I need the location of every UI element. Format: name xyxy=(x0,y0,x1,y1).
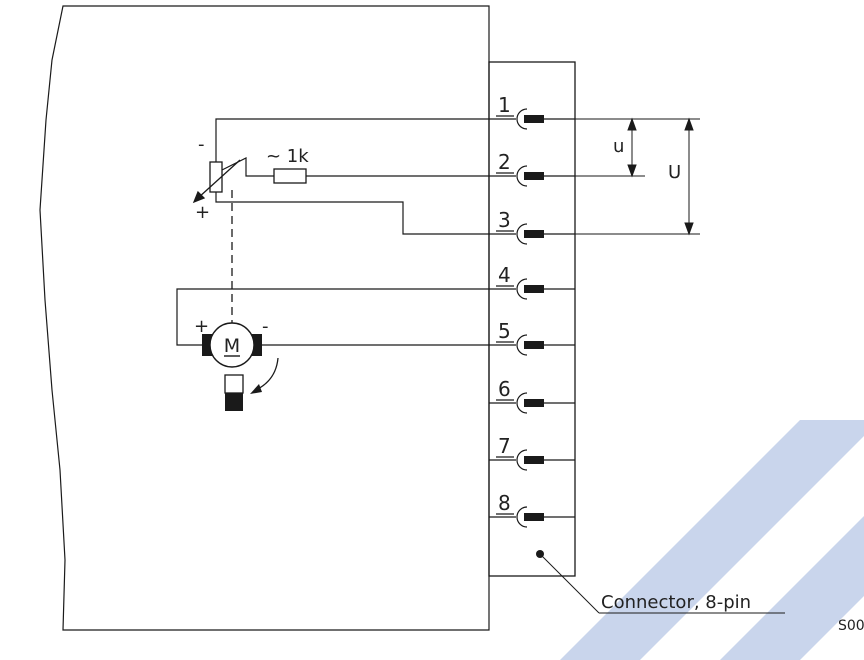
pin-contact-6 xyxy=(524,399,544,407)
connector-block xyxy=(488,61,576,577)
pin-contact-7 xyxy=(524,456,544,464)
potentiometer-arrow-icon xyxy=(192,159,241,204)
pin-contact-3 xyxy=(524,230,544,238)
motor-shaft-upper xyxy=(224,374,244,394)
pin-number-label: 8 xyxy=(498,491,511,515)
connector-pins: 1 2 3 4 5 6 7 8 xyxy=(489,93,575,528)
pin-contact-8 xyxy=(524,513,544,521)
motor-plus-label: + xyxy=(194,316,209,337)
connector-pin-3: 3 xyxy=(489,208,575,245)
voltage-u-label: u xyxy=(613,136,624,157)
watermark-logo xyxy=(560,420,864,660)
rotation-arrow-icon xyxy=(250,357,279,394)
connector-pin-8: 8 xyxy=(489,491,575,528)
motor-label: M xyxy=(224,335,240,357)
pin-number-label: 5 xyxy=(498,319,511,343)
pin-contact-2 xyxy=(524,172,544,180)
pin-contact-4 xyxy=(524,285,544,293)
connector-pin-7: 7 xyxy=(489,434,575,471)
potentiometer-wiring xyxy=(215,118,489,235)
resistor-body xyxy=(273,168,307,184)
potentiometer-body xyxy=(209,161,223,193)
pin-number-label: 4 xyxy=(498,263,511,287)
connector-pin-1: 1 xyxy=(489,93,575,130)
pin-number-label: 3 xyxy=(498,208,511,232)
pin-number-label: 7 xyxy=(498,434,511,458)
connector-pin-6: 6 xyxy=(489,377,575,414)
voltage-U-label: U xyxy=(668,162,681,183)
connector-pin-4: 4 xyxy=(489,263,575,300)
potentiometer-minus-label: - xyxy=(198,134,205,155)
potentiometer-plus-label: + xyxy=(195,202,210,223)
connector-leader-line xyxy=(539,553,600,614)
resistor-label: ~ 1k xyxy=(266,146,309,167)
connector-pin-5: 5 xyxy=(489,319,575,356)
pin-number-label: 6 xyxy=(498,377,511,401)
pin-contact-5 xyxy=(524,341,544,349)
pin-contact-1 xyxy=(524,115,544,123)
motor-shaft-lower xyxy=(225,393,243,411)
connector-pin-2: 2 xyxy=(489,150,575,187)
connector-label: Connector, 8-pin xyxy=(601,592,751,613)
motor-body xyxy=(209,322,255,368)
motor-minus-label: - xyxy=(262,316,269,337)
voltage-u-indicator xyxy=(575,117,700,236)
motor-wiring xyxy=(176,288,489,346)
drawing-code: S00 xyxy=(838,618,864,634)
pin-number-label: 1 xyxy=(498,93,511,117)
pin-number-label: 2 xyxy=(498,150,511,174)
